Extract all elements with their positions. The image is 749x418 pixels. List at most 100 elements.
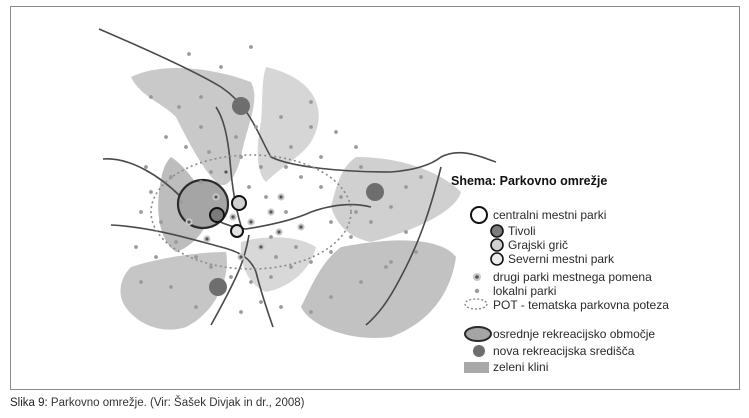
legend-label-severni: Severni mestni park <box>508 252 615 266</box>
park-grajski-gric <box>231 195 247 211</box>
other-park-dot <box>299 225 303 229</box>
park-network-map: Shema: Parkovno omrežje centralni mestni… <box>98 28 669 374</box>
local-park-dot <box>154 255 158 259</box>
other-park-dot <box>214 195 218 199</box>
other-park-dot <box>231 215 235 219</box>
legend-label-pot: POT - tematska parkovna poteza <box>493 298 669 312</box>
local-park-dot <box>284 210 288 214</box>
local-park-dot <box>139 280 143 284</box>
local-park-dot <box>404 230 408 234</box>
local-park-dot <box>329 220 333 224</box>
local-park-dot <box>177 105 181 109</box>
local-park-dot <box>187 52 191 56</box>
local-park-dot <box>234 135 238 139</box>
local-park-dot <box>219 65 223 69</box>
local-park-dot <box>329 250 333 254</box>
other-park-dot <box>279 195 283 199</box>
other-park-dot <box>277 230 281 234</box>
local-park-dot <box>319 155 323 159</box>
local-park-dot <box>149 190 153 194</box>
wedge-east <box>331 157 461 242</box>
local-park-dot <box>319 185 323 189</box>
local-park-dot <box>259 165 263 169</box>
local-park-dot <box>259 300 263 304</box>
local-park-dot <box>389 260 393 264</box>
local-park-dot <box>194 305 198 309</box>
local-park-dot <box>209 170 213 174</box>
local-park-dot <box>199 125 203 129</box>
local-park-dot <box>264 195 268 199</box>
other-park-dot <box>239 255 243 259</box>
local-park-dot <box>249 45 253 49</box>
local-park-dot <box>254 125 258 129</box>
legend-label-lokalni: lokalni parki <box>493 284 556 298</box>
local-park-dot <box>179 200 183 204</box>
local-park-dot <box>289 265 293 269</box>
legend-label-tivoli: Tivoli <box>508 224 536 238</box>
recreation-centre-south <box>209 278 227 296</box>
local-park-dot <box>169 285 173 289</box>
legend-symbol-severni <box>490 252 504 266</box>
local-park-dot <box>279 305 283 309</box>
wedge-central-south <box>240 237 316 292</box>
legend-symbol-drugi <box>475 275 479 279</box>
local-parks <box>134 45 423 314</box>
legend-symbol-central <box>470 206 488 224</box>
local-park-dot <box>349 235 353 239</box>
caption-text: Parkovno omrežje. (Vir: Šašek Divjak in … <box>50 397 305 409</box>
local-park-dot <box>289 145 293 149</box>
new-recreation-centres <box>209 97 384 296</box>
other-park-dot <box>269 210 273 214</box>
other-park-dot <box>259 245 263 249</box>
local-park-dot <box>359 165 363 169</box>
local-park-dot <box>284 165 288 169</box>
legend-label-drugi: drugi parki mestnega pomena <box>493 270 652 284</box>
roads <box>98 28 497 328</box>
local-park-dot <box>159 220 163 224</box>
park-tivoli <box>209 207 225 223</box>
legend-symbol-grajski <box>490 238 504 252</box>
local-park-dot <box>194 255 198 259</box>
road-6 <box>210 234 250 326</box>
local-park-dot <box>239 310 243 314</box>
figure-frame: Shema: Parkovno omrežje centralni mestni… <box>10 6 740 390</box>
legend-label-osrednje: osrednje rekreacijsko območje <box>493 327 655 341</box>
green-wedges <box>120 67 461 338</box>
local-park-dot <box>404 185 408 189</box>
local-park-dot <box>339 195 343 199</box>
other-park-dot <box>224 170 228 174</box>
road-1 <box>98 28 497 173</box>
local-park-dot <box>184 145 188 149</box>
legend-symbol-osrednje <box>464 326 492 342</box>
local-park-dot <box>169 175 173 179</box>
local-park-dot <box>359 280 363 284</box>
local-park-dot <box>354 145 358 149</box>
local-park-dot <box>209 265 213 269</box>
caption-label: Slika 9: <box>10 397 48 409</box>
local-park-dot <box>199 95 203 99</box>
local-park-dot <box>247 185 251 189</box>
local-park-dot <box>274 255 278 259</box>
local-park-dot <box>199 180 203 184</box>
local-park-dot <box>134 245 138 249</box>
local-park-dot <box>334 130 338 134</box>
local-park-dot <box>269 275 273 279</box>
local-park-dot <box>139 210 143 214</box>
local-park-dot <box>229 275 233 279</box>
road-4 <box>110 224 274 328</box>
other-park-dot <box>249 220 253 224</box>
legend-label-grajski: Grajski grič <box>508 238 568 252</box>
other-city-parks <box>185 168 305 261</box>
wedge-southeast <box>301 240 456 338</box>
wedge-south <box>120 252 227 330</box>
legend-title: Shema: Parkovno omrežje <box>451 174 607 188</box>
local-park-dot <box>294 245 298 249</box>
local-park-dot <box>299 175 303 179</box>
local-park-dot <box>164 135 168 139</box>
legend-symbol-tivoli <box>490 224 504 238</box>
local-park-dot <box>369 220 373 224</box>
park-severni <box>230 224 244 238</box>
road-3 <box>365 166 442 326</box>
legend-symbol-zeleni <box>464 362 489 373</box>
figure-caption: Slika 9: Parkovno omrežje. (Vir: Šašek D… <box>10 397 304 409</box>
